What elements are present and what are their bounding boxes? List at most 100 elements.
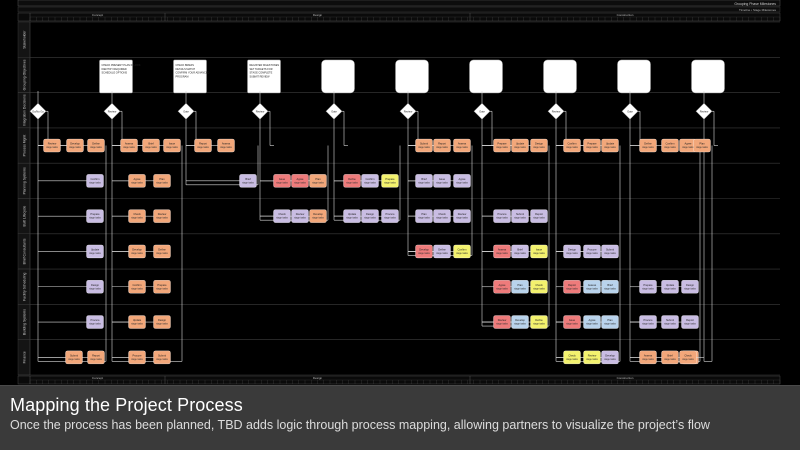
task-label: Issue xyxy=(169,142,176,146)
task-label: stage tasks xyxy=(456,217,468,220)
task-label: stage tasks xyxy=(682,146,694,149)
task-label: Plan xyxy=(699,142,705,146)
milestone-note: REGISTER MILESTONES xyxy=(250,64,280,67)
milestone-note: PROGRAM xyxy=(176,75,189,78)
task-label: stage tasks xyxy=(69,146,81,149)
milestone-card xyxy=(691,59,725,94)
task-label: Assess xyxy=(458,142,467,146)
task-label: stage tasks xyxy=(242,181,254,184)
task-label: stage tasks xyxy=(566,358,578,361)
milestone-card xyxy=(173,59,207,94)
task-box xyxy=(511,315,529,329)
task-box xyxy=(453,138,471,153)
task-label: stage tasks xyxy=(514,323,526,326)
task-label: stage tasks xyxy=(586,287,598,290)
milestone-card xyxy=(395,59,429,94)
task-label: Issue xyxy=(439,177,446,181)
task-label: Agree xyxy=(499,283,506,287)
task-label: Develop xyxy=(132,247,142,251)
task-box xyxy=(530,280,548,294)
task-label: stage tasks xyxy=(642,287,654,290)
task-label: stage tasks xyxy=(604,287,616,290)
task-label: Confirm xyxy=(132,283,141,287)
lane-label-9: Finance xyxy=(23,351,27,363)
task-label: stage tasks xyxy=(533,217,545,220)
task-label: Assess xyxy=(222,142,231,146)
task-label: stage tasks xyxy=(566,252,578,255)
task-box xyxy=(530,138,548,153)
task-label: stage tasks xyxy=(312,217,324,220)
task-box xyxy=(128,350,146,365)
task-box xyxy=(273,174,291,188)
task-box xyxy=(679,350,697,365)
decision-label: Review xyxy=(404,109,413,113)
decision-label: Review xyxy=(256,109,265,113)
decision-label: Gate xyxy=(479,109,485,113)
task-label: Develop xyxy=(313,212,323,216)
header-subbar xyxy=(17,6,781,13)
task-label: stage tasks xyxy=(436,217,448,220)
task-box xyxy=(563,315,581,329)
task-label: Check xyxy=(133,212,141,216)
milestone-note: STAGE COMPLETE xyxy=(250,72,273,75)
task-label: stage tasks xyxy=(312,181,324,184)
task-box xyxy=(583,244,601,259)
task-label: Assess xyxy=(125,142,134,146)
task-label: Plan xyxy=(607,318,613,322)
task-box xyxy=(601,138,619,153)
task-label: Define xyxy=(535,318,543,322)
task-label: Brief xyxy=(245,177,251,181)
milestone-note: CONFIRM YOUR ADVANCED xyxy=(176,72,210,75)
task-box xyxy=(153,209,171,223)
task-label: stage tasks xyxy=(346,217,358,220)
milestone-note: CHECK PRESENT PLAN IF LOOK xyxy=(102,64,141,67)
task-label: Submit xyxy=(158,353,166,357)
task-box xyxy=(86,244,104,259)
task-box xyxy=(493,138,511,153)
task-label: Design xyxy=(568,247,577,251)
task-box xyxy=(128,280,146,294)
task-box xyxy=(415,138,433,153)
task-label: stage tasks xyxy=(664,287,676,290)
task-label: stage tasks xyxy=(436,146,448,149)
task-box xyxy=(128,244,146,259)
task-label: Issue xyxy=(536,247,543,251)
task-label: stage tasks xyxy=(604,358,616,361)
milestone-note: SET TARGETS FOR xyxy=(250,68,273,71)
header-bar xyxy=(17,0,781,7)
task-label: stage tasks xyxy=(566,287,578,290)
task-label: stage tasks xyxy=(123,146,135,149)
task-label: Develop xyxy=(605,353,615,357)
task-label: Check xyxy=(278,212,286,216)
task-label: Report xyxy=(535,212,543,216)
task-label: stage tasks xyxy=(156,358,168,361)
task-label: Check xyxy=(535,283,543,287)
decision-label: Go/No Go xyxy=(32,109,44,113)
task-label: Agree xyxy=(589,318,596,322)
task-box xyxy=(381,209,399,223)
task-label: Agree xyxy=(297,177,304,181)
task-box xyxy=(511,244,529,259)
task-box xyxy=(415,174,433,188)
milestone-card xyxy=(247,59,281,94)
lane-label-6: Brief Consultants xyxy=(23,238,27,264)
task-label: stage tasks xyxy=(156,252,168,255)
lane-label-2: Integration Decisions xyxy=(23,94,27,126)
task-label: stage tasks xyxy=(456,181,468,184)
task-box xyxy=(661,138,679,153)
task-label: Check xyxy=(568,353,576,357)
task-box xyxy=(681,315,699,329)
task-label: stage tasks xyxy=(533,252,545,255)
task-label: Agree xyxy=(685,142,692,146)
caption-panel: Mapping the Project Process Once the pro… xyxy=(0,385,800,450)
task-label: stage tasks xyxy=(642,323,654,326)
task-label: Plan xyxy=(517,283,523,287)
task-box xyxy=(433,138,451,153)
task-label: stage tasks xyxy=(604,252,616,255)
task-label: stage tasks xyxy=(418,252,430,255)
caption-title: Mapping the Project Process xyxy=(10,395,243,415)
milestone-card xyxy=(321,59,355,94)
task-label: stage tasks xyxy=(496,217,508,220)
bottom-timeline-group: Construction xyxy=(617,376,634,380)
